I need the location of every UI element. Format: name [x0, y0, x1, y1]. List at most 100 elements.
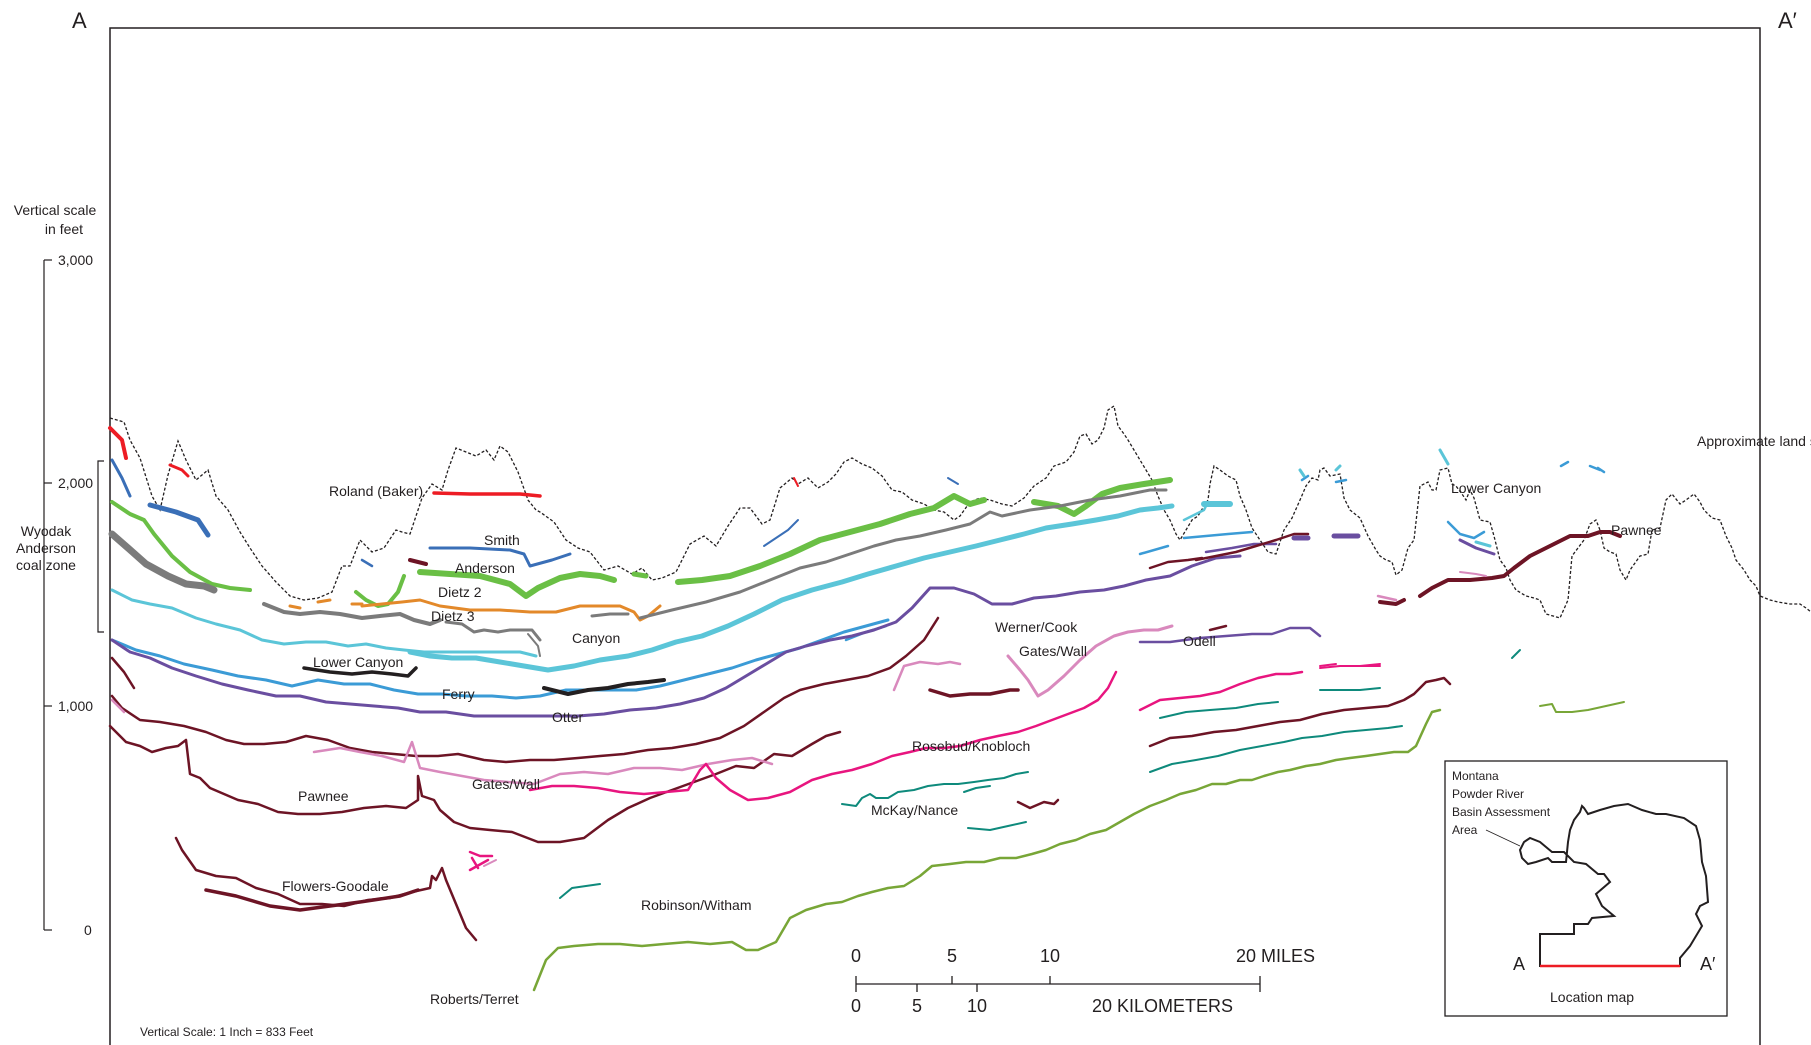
coal-bed-rosebud: [528, 670, 1118, 802]
coal-bed-rosebud: [1138, 670, 1304, 712]
section-label-a: A: [72, 8, 87, 33]
coal-bed-gates-wall: [1376, 594, 1398, 602]
location-map-a-label: A: [1513, 954, 1525, 974]
vertical-scale-tick-label: 3,000: [58, 252, 93, 268]
coal-bed-smith: [763, 519, 799, 547]
horizontal-scale-bar: 0 5 10 20 MILES 0 5 10 20 KILOMETERS: [851, 946, 1315, 1016]
coal-bed-roberts: [1539, 701, 1625, 713]
label-canyon: Canyon: [572, 630, 620, 646]
coal-beds: [108, 426, 1625, 992]
land-surface-line: [109, 404, 1811, 619]
coal-zone-bracket: [97, 460, 104, 633]
coal-bed-lower-canyon: [110, 638, 638, 700]
coal-bed-lower-canyon: [1138, 544, 1170, 556]
coal-bed-pawnee: [928, 688, 1020, 698]
coal-bed-canyon: [1298, 464, 1342, 478]
coal-bed-ferry: [542, 678, 666, 696]
scale-km-label: 0: [851, 996, 861, 1016]
coal-bed-gates-wall: [110, 698, 126, 714]
location-map-text: Area: [1452, 823, 1478, 837]
vertical-scale-title: Vertical scale: [14, 202, 97, 218]
label-werner-cook: Werner/Cook: [995, 619, 1078, 635]
coal-bed-roland: [793, 477, 799, 487]
coal-bed-pawnee: [1418, 530, 1622, 598]
scale-km-label: 5: [912, 996, 922, 1016]
coal-zone-label: Wyodak: [21, 523, 72, 539]
coal-bed-roland: [432, 491, 542, 498]
coal-bed-pawnee: [1148, 532, 1310, 570]
coal-bed-canyon: [110, 588, 538, 658]
coal-bed-anderson: [417, 569, 617, 599]
coal-labels: Roland (Baker) Smith Anderson Dietz 2 Di…: [282, 433, 1811, 1007]
location-map-caption: Location map: [1550, 989, 1634, 1005]
coal-bed-mckay: [1159, 701, 1279, 719]
coal-bed-ferry: [302, 666, 418, 678]
scale-miles-label: 5: [947, 946, 957, 966]
label-odell: Odell: [1183, 633, 1216, 649]
coal-bed-smith: [1559, 460, 1606, 474]
coal-bed-canyon: [1438, 448, 1450, 466]
coal-bed-mckay: [559, 883, 601, 899]
label-anderson: Anderson: [455, 560, 515, 576]
coal-bed-gray: [590, 612, 630, 618]
coal-bed-gates-wall: [1006, 624, 1174, 698]
location-map-frame: [1444, 760, 1728, 1017]
label-dietz3: Dietz 3: [431, 608, 475, 624]
coal-bed-lower-canyon: [1182, 530, 1254, 540]
coal-bed-mckay: [963, 785, 991, 793]
label-roberts: Roberts/Terret: [430, 991, 519, 1007]
coal-bed-roland: [108, 426, 128, 460]
vertical-scale-tick-label: 0: [84, 922, 92, 938]
coal-bed-gray: [527, 633, 541, 657]
section-label-a-prime: A′: [1778, 8, 1797, 33]
label-rosebud: Rosebud/Knobloch: [912, 738, 1030, 754]
label-smith: Smith: [484, 532, 520, 548]
location-map-text: Powder River: [1452, 787, 1524, 801]
coal-bed-gray: [638, 488, 1168, 620]
coal-bed-gates-wall: [483, 859, 497, 867]
coal-bed-anderson: [631, 571, 649, 579]
location-map-a-prime-label: A′: [1700, 954, 1716, 974]
vertical-scale-tick-label: 1,000: [58, 698, 93, 714]
coal-bed-pawnee: [408, 558, 428, 566]
vertical-scale: Vertical scale in feet 3,000 2,000 1,000…: [14, 202, 104, 938]
coal-bed-pawnee: [110, 616, 940, 764]
coal-bed-smith: [1300, 474, 1310, 482]
label-lower-canyon-left: Lower Canyon: [313, 654, 403, 670]
label-approx-land-surface: Approximate land surface: [1697, 433, 1811, 449]
coal-bed-pawnee: [204, 888, 420, 912]
label-mckay: McKay/Nance: [871, 802, 958, 818]
location-map-text: Montana: [1452, 769, 1499, 783]
label-gates-wall-right: Gates/Wall: [1019, 643, 1087, 659]
coal-bed-dietz2: [288, 604, 302, 610]
coal-zone-label: coal zone: [16, 557, 76, 573]
coal-bed-pawnee: [1148, 624, 1452, 748]
coal-bed-gray: [444, 620, 542, 642]
coal-bed-mckay: [1319, 687, 1381, 691]
coal-bed-smith: [147, 502, 211, 538]
coal-bed-gray: [108, 530, 218, 594]
coal-bed-otter: [110, 554, 1242, 718]
coal-bed-rosebud: [1319, 663, 1381, 667]
scale-miles-label: 20 MILES: [1236, 946, 1315, 966]
coal-bed-mckay: [967, 821, 1027, 831]
coal-bed-smith: [947, 477, 959, 485]
label-roland: Roland (Baker): [329, 483, 423, 499]
scale-km-label: 10: [967, 996, 987, 1016]
label-pawnee-left: Pawnee: [298, 788, 349, 804]
scale-miles-label: 0: [851, 946, 861, 966]
coal-bed-smith: [110, 458, 132, 498]
coal-bed-roberts: [532, 708, 1442, 992]
coal-bed-gates-wall: [312, 740, 774, 786]
label-dietz2: Dietz 2: [438, 584, 482, 600]
vertical-scale-tick-label: 2,000: [58, 475, 93, 491]
coal-bed-otter: [1458, 538, 1496, 556]
location-map: Montana Powder River Basin Assessment Ar…: [1444, 760, 1728, 1017]
coal-bed-smith: [428, 546, 572, 568]
label-otter: Otter: [552, 709, 583, 725]
coal-bed-pawnee: [1016, 798, 1060, 810]
coal-bed-smith: [360, 558, 374, 568]
coal-bed-canyon: [1182, 500, 1210, 522]
coal-bed-mckay: [1511, 649, 1521, 659]
